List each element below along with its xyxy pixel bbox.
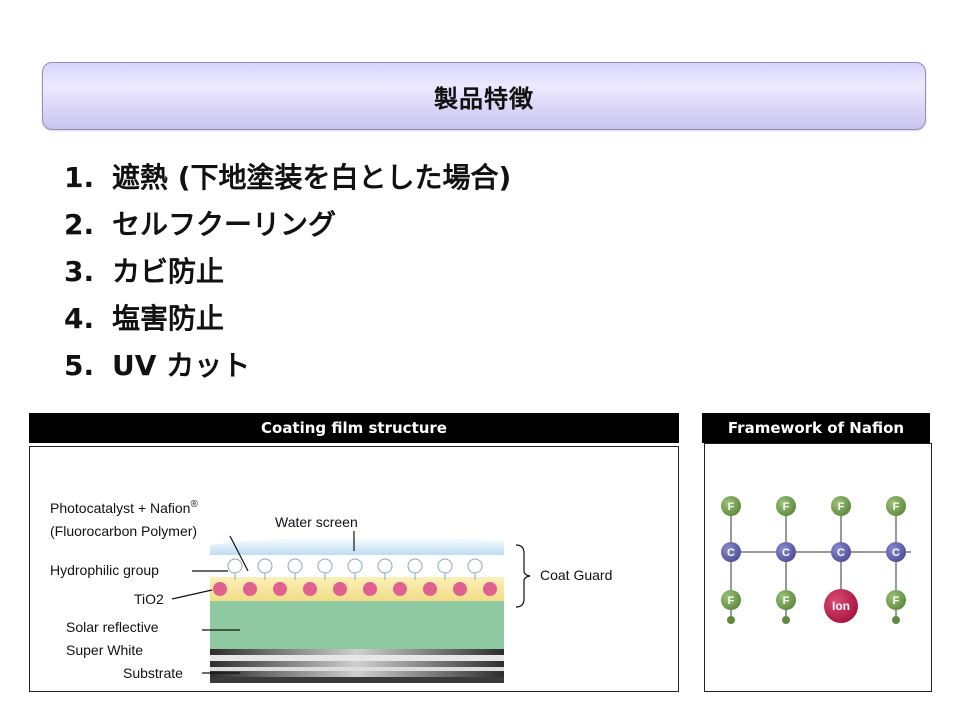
nafion-panel-header: Framework of Nafion <box>702 413 930 443</box>
svg-text:F: F <box>893 501 900 513</box>
svg-text:F: F <box>783 501 790 513</box>
feature-item: 2. セルフクーリング <box>64 201 511 248</box>
coating-panel: Photocatalyst + Nafion® (Fluorocarbon Po… <box>29 446 679 692</box>
leader-lines <box>171 531 531 674</box>
super-white-label: Super White <box>66 642 143 658</box>
feature-item: 1. 遮熱 (下地塗装を白とした場合) <box>64 154 511 201</box>
slide-title-bar: 製品特徴 <box>42 62 926 130</box>
atom-f-top: F <box>721 496 741 516</box>
feature-text: カビ防止 <box>112 255 225 288</box>
atom-c: C <box>776 542 796 562</box>
feature-number: 5. <box>64 349 95 382</box>
chain-end-dot <box>727 616 735 624</box>
hydrophilic-group <box>437 558 453 580</box>
atom-f-top: F <box>776 496 796 516</box>
substrate-layer <box>210 677 504 683</box>
registered-mark: ® <box>190 499 198 510</box>
slide-title: 製品特徴 <box>434 84 534 113</box>
tio2-particle <box>333 582 347 596</box>
feature-number: 1. <box>64 161 95 194</box>
atom-c: C <box>831 542 851 562</box>
solar-reflective-layer <box>210 601 504 649</box>
photocatalyst-label: Photocatalyst + Nafion® <box>50 499 198 516</box>
substrate-layer <box>210 655 504 661</box>
feature-item: 4. 塩害防止 <box>64 295 511 342</box>
atom-f-top: F <box>886 496 906 516</box>
tio2-particle <box>393 582 407 596</box>
hydrophilic-group <box>227 558 243 580</box>
chain-end-dot <box>892 616 900 624</box>
tio2-particle <box>243 582 257 596</box>
substrate-layer <box>210 671 504 677</box>
feature-number: 3. <box>64 255 95 288</box>
hydrophilic-group <box>347 558 363 580</box>
tio2-label: TiO2 <box>134 591 164 607</box>
atom-f-top: F <box>831 496 851 516</box>
hydrophilic-group <box>317 558 333 580</box>
tio2-particle <box>483 582 497 596</box>
atom-f-bottom: F <box>776 590 796 610</box>
svg-text:C: C <box>837 547 845 559</box>
feature-text: 塩害防止 <box>112 302 225 335</box>
svg-text:F: F <box>728 501 735 513</box>
feature-text: セルフクーリング <box>112 208 337 241</box>
svg-text:F: F <box>783 595 790 607</box>
coating-diagram: Photocatalyst + Nafion® (Fluorocarbon Po… <box>50 499 612 683</box>
photocatalyst-leader <box>229 535 249 572</box>
chain-ends <box>727 616 900 624</box>
hydrophilic-groups <box>227 558 483 580</box>
fluorocarbon-label: (Fluorocarbon Polymer) <box>50 523 197 539</box>
tio2-particle <box>213 582 227 596</box>
hydrophilic-group <box>257 558 273 580</box>
tio2-particle <box>303 582 317 596</box>
hydrophilic-group <box>287 558 303 580</box>
tio2-particle <box>363 582 377 596</box>
nafion-diagram: F F F F C C C C <box>721 496 911 624</box>
feature-number: 2. <box>64 208 95 241</box>
coating-panel-title: Coating film structure <box>261 419 447 437</box>
hydrophilic-group-label: Hydrophilic group <box>50 562 159 578</box>
tio2-particle <box>423 582 437 596</box>
svg-text:C: C <box>727 547 735 559</box>
nafion-panel-title: Framework of Nafion <box>727 419 905 437</box>
svg-text:F: F <box>728 595 735 607</box>
feature-item: 5. UV カット <box>64 342 511 389</box>
feature-number: 4. <box>64 302 95 335</box>
tio2-particle <box>453 582 467 596</box>
bonds <box>730 506 911 620</box>
svg-text:Ion: Ion <box>832 599 850 613</box>
atom-c: C <box>721 542 741 562</box>
substrate-layer <box>210 661 504 667</box>
substrate-layer <box>210 649 504 655</box>
feature-item: 3. カビ防止 <box>64 248 511 295</box>
atom-c: C <box>886 542 906 562</box>
feature-list: 1. 遮熱 (下地塗装を白とした場合) 2. セルフクーリング 3. カビ防止 4. 塩… <box>64 154 511 389</box>
nafion-panel: F F F F C C C C <box>704 443 932 692</box>
feature-text: 遮熱 (下地塗装を白とした場合) <box>112 161 512 194</box>
svg-text:F: F <box>893 595 900 607</box>
hydrophilic-group <box>377 558 393 580</box>
water-screen-layer <box>210 536 504 555</box>
substrate-layer <box>210 667 504 671</box>
tio2-leader <box>171 589 213 600</box>
coat-guard-bracket <box>515 544 531 608</box>
hydrophilic-group <box>407 558 423 580</box>
coat-guard-label: Coat Guard <box>540 567 612 583</box>
water-screen-label: Water screen <box>275 514 358 530</box>
svg-text:F: F <box>838 501 845 513</box>
atom-f-bottom: F <box>886 590 906 610</box>
coating-panel-header: Coating film structure <box>29 413 679 443</box>
atom-ion: Ion <box>824 589 858 623</box>
hydrophilic-group <box>467 558 483 580</box>
feature-text: UV カット <box>112 349 251 382</box>
solar-reflective-label: Solar reflective <box>66 619 159 635</box>
tio2-particle <box>273 582 287 596</box>
substrate-label: Substrate <box>123 665 183 681</box>
chain-end-dot <box>782 616 790 624</box>
tio2-particles <box>213 582 497 596</box>
svg-text:C: C <box>782 547 790 559</box>
atom-f-bottom: F <box>721 590 741 610</box>
svg-text:C: C <box>892 547 900 559</box>
